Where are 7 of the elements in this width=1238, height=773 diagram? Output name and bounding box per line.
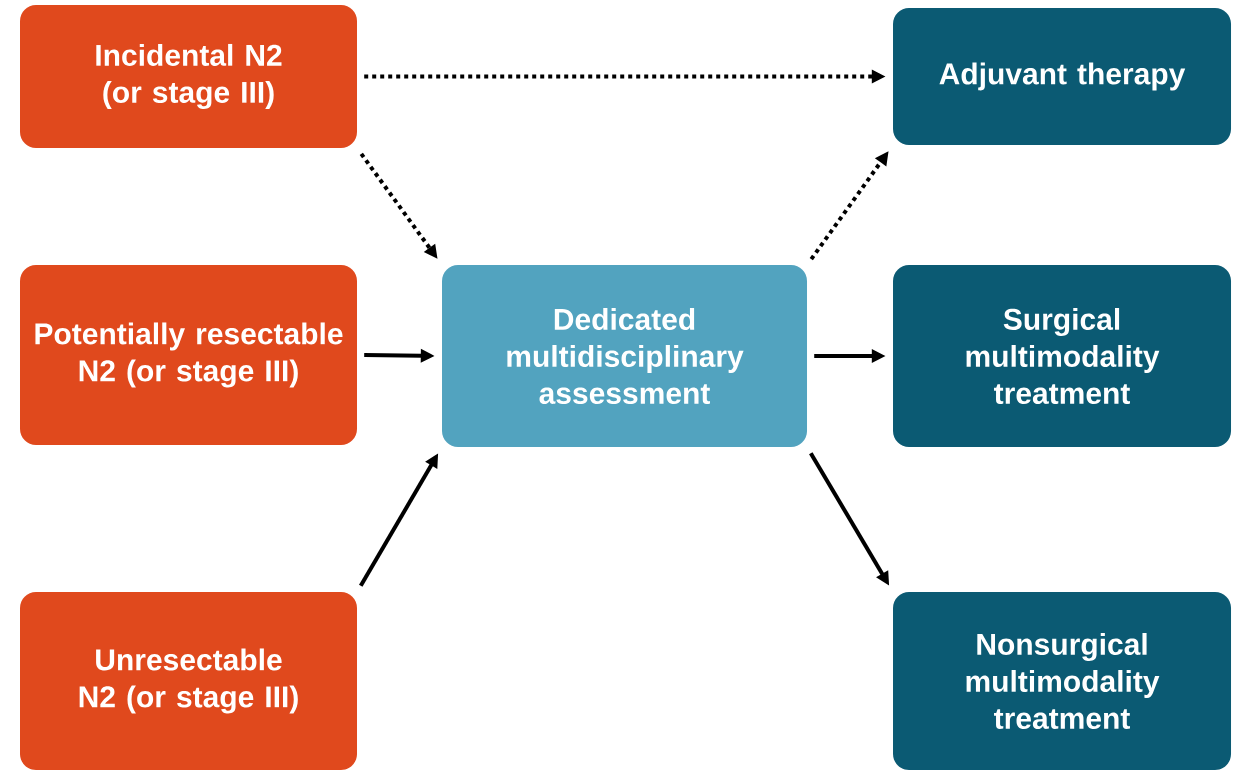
assessment-box: Dedicated multidisciplinary assessment bbox=[442, 265, 807, 447]
input-box: Incidental N2 (or stage III) bbox=[20, 5, 357, 148]
input-box: Potentially resectable N2 (or stage III) bbox=[20, 265, 357, 445]
outcome-box: Adjuvant therapy bbox=[893, 8, 1231, 145]
outcome-box: Nonsurgical multimodality treatment bbox=[893, 592, 1231, 770]
outcome-box: Surgical multimodality treatment bbox=[893, 265, 1231, 447]
input-box: Unresectable N2 (or stage III) bbox=[20, 592, 357, 770]
